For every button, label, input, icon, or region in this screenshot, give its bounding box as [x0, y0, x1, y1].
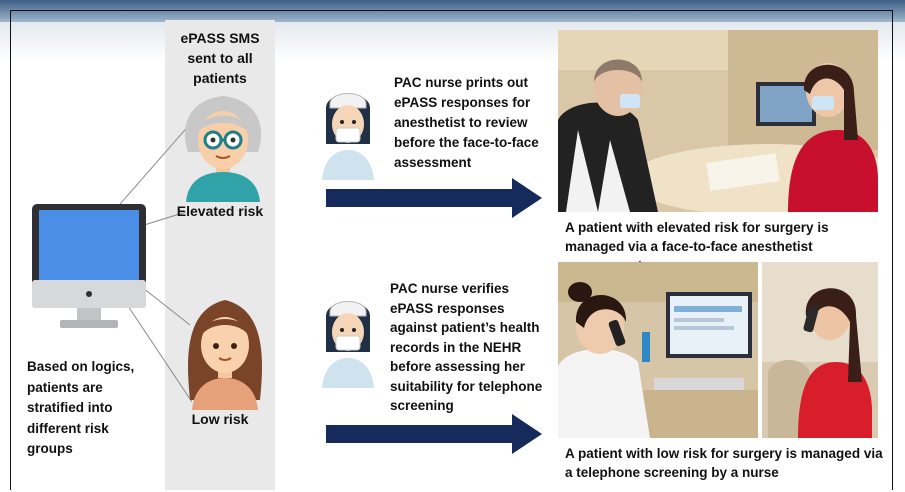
patient-telephone-photo: [762, 262, 878, 438]
elderly-woman-icon: [184, 96, 262, 202]
elevated-arrow: [326, 178, 542, 218]
nurse-telephone-photo: [558, 262, 758, 438]
nurse-icon: [322, 301, 374, 388]
low-nurse-step: PAC nurse verifies ePASS responses again…: [390, 281, 543, 413]
nurse-icon: [322, 93, 374, 180]
desktop-computer-icon: [32, 204, 146, 328]
young-woman-icon: [188, 300, 262, 410]
face-to-face-photo: [558, 30, 878, 212]
stratification-caption: Based on logics, patients are stratified…: [27, 359, 135, 456]
low-risk-label: Low risk: [191, 411, 249, 427]
figure-border: [10, 10, 893, 490]
low-arrow: [326, 414, 542, 454]
low-photo-caption: A patient with low risk for surgery is m…: [565, 446, 883, 480]
epass-header: ePASS SMS sent to all patients: [180, 30, 260, 86]
elevated-risk-label: Elevated risk: [176, 203, 264, 219]
top-bar: [0, 0, 905, 22]
elevated-nurse-step: PAC nurse prints out ePASS responses for…: [394, 75, 539, 170]
